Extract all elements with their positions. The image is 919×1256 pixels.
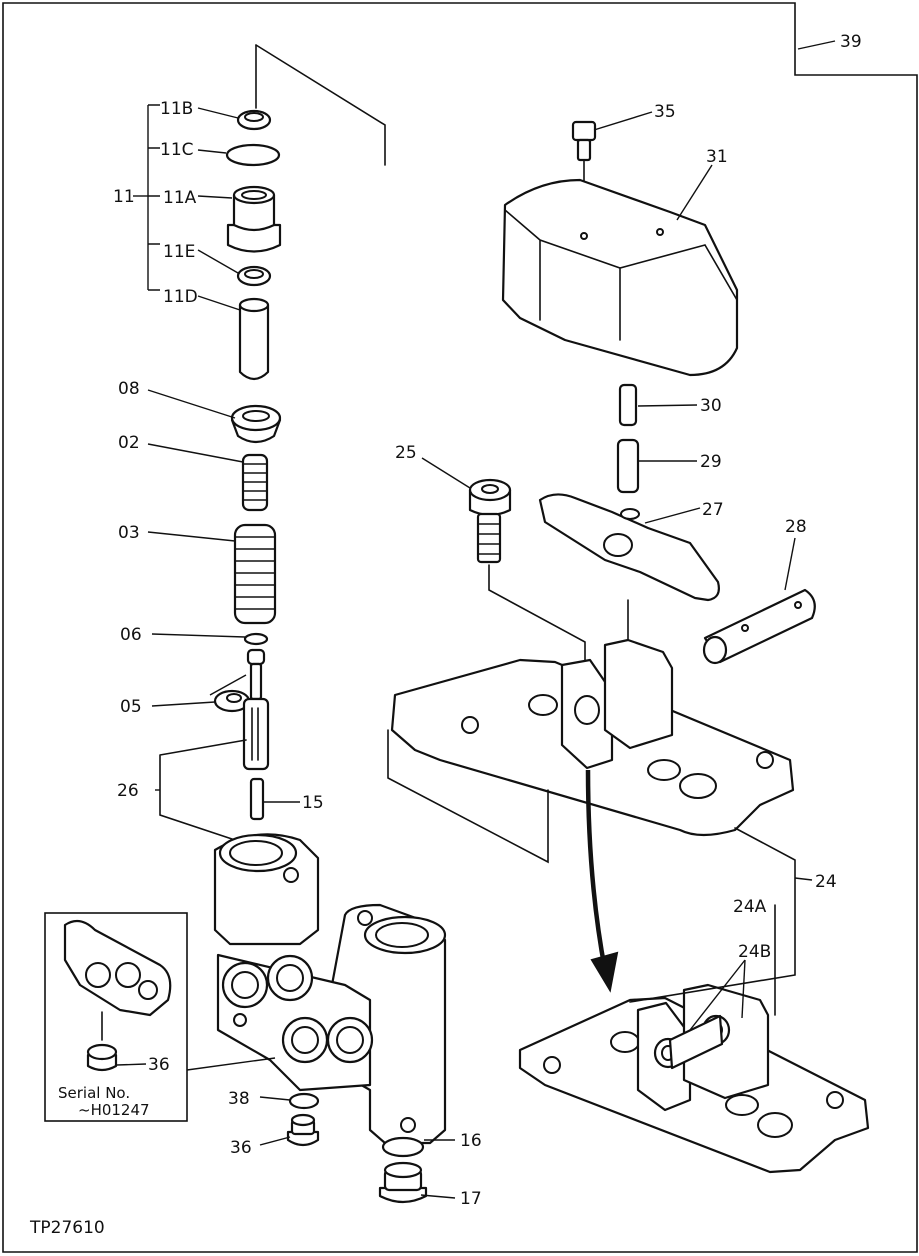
left-explode-bracket	[255, 44, 386, 166]
leader-lines	[116, 40, 836, 1199]
part-11D	[238, 297, 270, 381]
part-31-cover	[501, 178, 739, 377]
bracket-26	[159, 739, 247, 841]
label-28: 28	[785, 517, 807, 537]
screw-25-leader	[488, 564, 586, 661]
label-17: 17	[460, 1189, 482, 1209]
inset-leader	[186, 1057, 276, 1071]
label-11A: 11A	[163, 188, 197, 208]
part-spool	[242, 648, 270, 771]
part-24A-plate	[518, 983, 870, 1174]
label-38: 38	[228, 1089, 250, 1109]
arrow-rotation	[585, 769, 608, 971]
part-11B	[236, 109, 272, 131]
part-03	[233, 523, 277, 625]
part-08	[230, 404, 282, 444]
label-02: 02	[118, 433, 140, 453]
label-30: 30	[700, 396, 722, 416]
part-38	[288, 1092, 320, 1110]
part-02	[241, 453, 269, 512]
label-35: 35	[654, 102, 676, 122]
part-05	[213, 689, 251, 713]
label-15: 15	[302, 793, 324, 813]
part-15	[249, 777, 265, 821]
part-29	[616, 438, 640, 494]
part-06	[243, 632, 269, 646]
label-24: 24	[815, 872, 837, 892]
part-25	[468, 478, 512, 564]
part-36-plug	[286, 1113, 320, 1147]
part-11E	[236, 265, 272, 287]
bracket-24	[629, 827, 796, 1003]
label-11: 11	[113, 187, 135, 207]
arrow-head	[590, 951, 619, 993]
figure-id: TP27610	[29, 1218, 105, 1238]
label-11E: 11E	[163, 242, 195, 262]
label-29: 29	[700, 452, 722, 472]
part-17-plug	[378, 1161, 428, 1204]
label-27: 27	[702, 500, 724, 520]
label-11B: 11B	[160, 99, 193, 119]
label-26: 26	[117, 781, 139, 801]
inset-serial-label: Serial No.	[58, 1084, 130, 1102]
label-39: 39	[840, 32, 862, 52]
label-03: 03	[118, 523, 140, 543]
inset-panel	[44, 912, 188, 1122]
label-24A: 24A	[733, 897, 767, 917]
inset-serial-value: ~H01247	[78, 1101, 150, 1119]
label-24B: 24B	[738, 942, 771, 962]
part-24-plate	[390, 638, 795, 837]
label-16: 16	[460, 1131, 482, 1151]
label-31: 31	[706, 147, 728, 167]
part-35	[571, 120, 597, 162]
part-16	[381, 1136, 425, 1158]
right-explode-bracket	[387, 729, 549, 864]
part-11C	[225, 143, 281, 167]
label-11D: 11D	[163, 287, 198, 307]
part-27-lever	[538, 493, 720, 602]
part-11A	[226, 185, 282, 253]
label-36: 36	[230, 1138, 252, 1158]
label-36-inset: 36	[148, 1055, 170, 1075]
label-06: 06	[120, 625, 142, 645]
label-25: 25	[395, 443, 417, 463]
part-28-pin	[702, 588, 816, 665]
part-30	[618, 383, 638, 427]
label-11C: 11C	[160, 140, 194, 160]
label-05: 05	[120, 697, 142, 717]
valve-body	[213, 833, 447, 1145]
label-08: 08	[118, 379, 140, 399]
callout-labels: 11B 11C 11 11A 11E 11D 08 02 03 06 05 26…	[113, 32, 862, 1209]
